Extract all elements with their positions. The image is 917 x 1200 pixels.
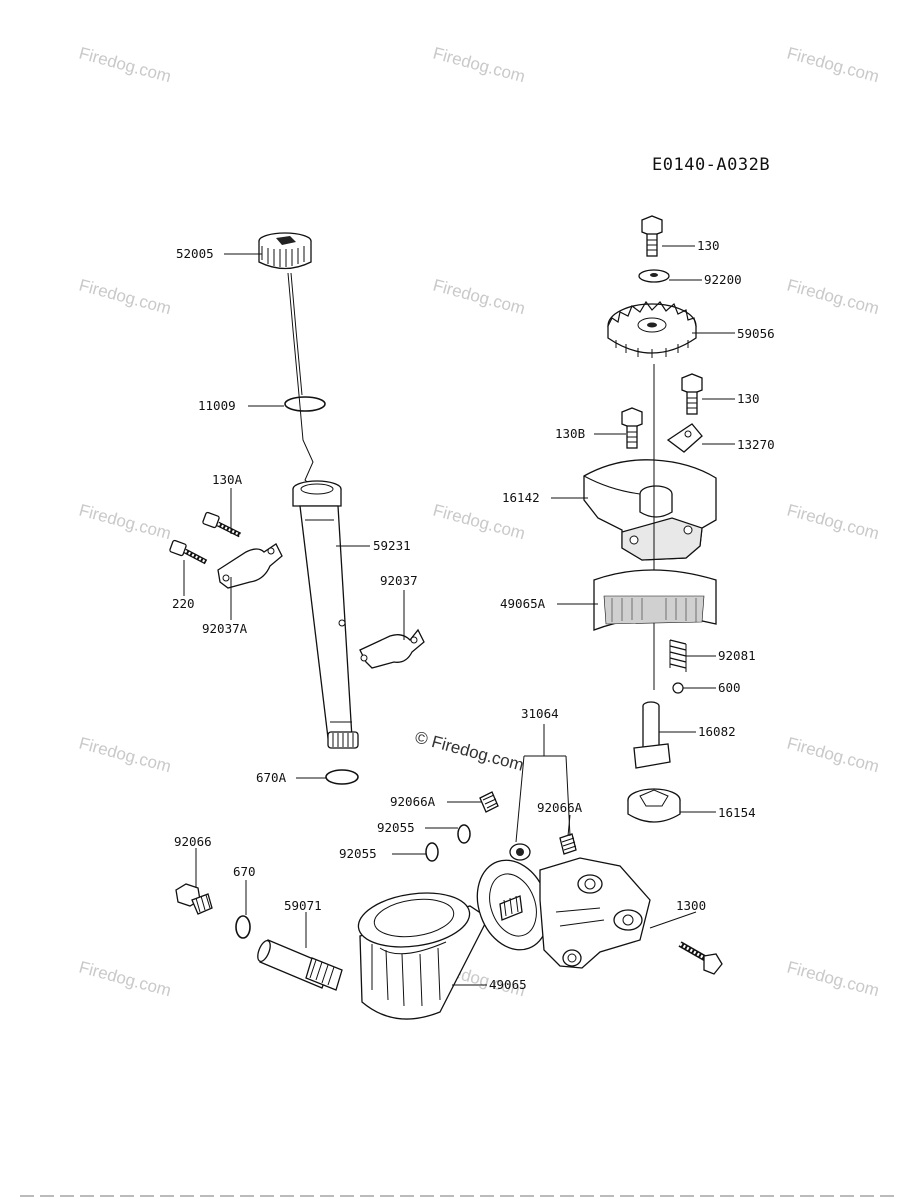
o-ring-92055-a <box>457 824 471 844</box>
part-label[interactable]: 130 <box>697 238 720 253</box>
watermark-text: Firedog.com <box>785 958 881 1001</box>
watermark-text: Firedog.com <box>785 734 881 777</box>
pump-body-16142 <box>583 364 717 690</box>
part-label[interactable]: 59071 <box>284 898 322 913</box>
watermark-layer: Firedog.com Firedog.com Firedog.com Fire… <box>77 44 881 1001</box>
bolt-220 <box>169 539 208 565</box>
shaft-16082 <box>633 701 671 769</box>
part-label[interactable]: 16082 <box>698 724 736 739</box>
watermark-text: Firedog.com <box>77 44 173 87</box>
part-label[interactable]: 600 <box>718 680 741 695</box>
watermark-text: Firedog.com <box>785 501 881 544</box>
leader-lines <box>183 245 735 986</box>
part-label[interactable]: 16142 <box>502 490 540 505</box>
washer-92200 <box>638 269 670 283</box>
fitting-92066A-left <box>479 791 499 813</box>
part-label[interactable]: 13270 <box>737 437 775 452</box>
part-label[interactable]: 1300 <box>676 898 706 913</box>
watermark-text: Firedog.com <box>431 276 527 319</box>
spring-92081 <box>669 639 687 672</box>
watermark-text: Firedog.com <box>431 44 527 87</box>
part-label[interactable]: 16154 <box>718 805 756 820</box>
part-label[interactable]: 92037 <box>380 573 418 588</box>
watermark-text: Firedog.com <box>77 734 173 777</box>
part-label[interactable]: 92066 <box>174 834 212 849</box>
watermark-text: Firedog.com <box>431 501 527 544</box>
dipstick-rod <box>287 272 317 491</box>
bolt-130-top <box>641 215 663 257</box>
part-label[interactable]: 92066A <box>537 800 583 815</box>
filter-bracket-31064 <box>476 843 651 969</box>
part-label[interactable]: 92066A <box>390 794 436 809</box>
part-label[interactable]: 92081 <box>718 648 756 663</box>
part-label[interactable]: 49065 <box>489 977 527 992</box>
dipstick-tube-59231 <box>292 480 359 749</box>
part-label[interactable]: 92055 <box>377 820 415 835</box>
gear-59056 <box>607 300 697 358</box>
part-label[interactable]: 130A <box>212 472 243 487</box>
pipe-59071 <box>257 939 343 991</box>
part-label[interactable]: 130 <box>737 391 760 406</box>
part-label[interactable]: 92055 <box>339 846 377 861</box>
watermark-center-text: © Firedog.com <box>413 728 526 775</box>
bolt-130A <box>202 511 242 538</box>
diagram-code: E0140-A032B <box>652 155 770 175</box>
part-label[interactable]: 92200 <box>704 272 742 287</box>
part-label[interactable]: 59231 <box>373 538 411 553</box>
watermark-text: Firedog.com <box>785 44 881 87</box>
watermark-text: Firedog.com <box>77 958 173 1001</box>
bolt-130B <box>621 407 643 449</box>
part-labels: 52005 11009 130A 220 92037A 59231 92037 … <box>172 238 775 992</box>
drain-plug-92066 <box>175 883 213 915</box>
part-label[interactable]: 49065A <box>500 596 546 611</box>
bolt-130-mid <box>681 373 703 415</box>
bolt-1300 <box>678 941 723 975</box>
part-label[interactable]: 130B <box>555 426 585 441</box>
part-label[interactable]: 670A <box>256 770 287 785</box>
part-label[interactable]: 670 <box>233 864 256 879</box>
o-ring-670A <box>325 769 359 785</box>
watermark-text: Firedog.com <box>785 276 881 319</box>
o-ring-92055-b <box>425 842 439 862</box>
o-ring-11009 <box>284 396 326 412</box>
oil-filter-49065 <box>357 892 489 1020</box>
fitting-92066A-right <box>559 833 577 855</box>
part-label[interactable]: 59056 <box>737 326 775 341</box>
o-ring-670 <box>235 915 251 939</box>
part-label[interactable]: 11009 <box>198 398 236 413</box>
part-label[interactable]: 92037A <box>202 621 248 636</box>
watermark-text: Firedog.com <box>77 501 173 544</box>
part-label[interactable]: 31064 <box>521 706 559 721</box>
part-label[interactable]: 220 <box>172 596 195 611</box>
clamp-92037 <box>359 628 425 669</box>
strainer-49065A <box>593 569 717 631</box>
bracket-92037A <box>217 543 283 589</box>
part-label[interactable]: 52005 <box>176 246 214 261</box>
rotor-16154 <box>627 788 681 823</box>
dipstick-cap-52005 <box>258 232 312 270</box>
watermark-text: Firedog.com <box>77 276 173 319</box>
ball-600 <box>672 682 684 694</box>
plate-13270 <box>666 423 703 453</box>
